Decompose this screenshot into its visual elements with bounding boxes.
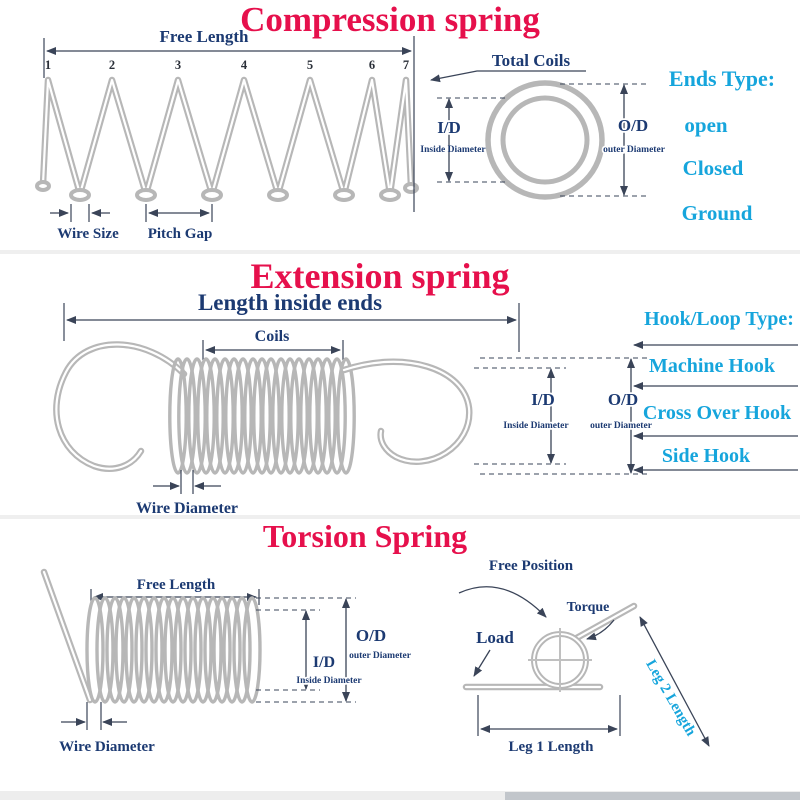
torsion-leg2-label: Leg 2 Length — [642, 657, 699, 739]
torsion-id-full: Inside Diameter — [296, 676, 362, 686]
divider-1 — [0, 250, 800, 254]
torsion-wire-diameter-dimension — [61, 702, 127, 730]
torsion-title: Torsion Spring — [263, 518, 467, 554]
extension-length-inside-ends-label: Length inside ends — [198, 290, 382, 315]
compression-pitch-gap-label: Pitch Gap — [148, 226, 213, 242]
compression-title: Compression spring — [240, 0, 540, 39]
compression-free-length-label: Free Length — [160, 27, 249, 46]
total-coils-leader — [430, 70, 586, 83]
torsion-id-abbr: I/D — [313, 654, 335, 671]
compression-id-abbr: I/D — [437, 118, 461, 137]
torsion-torque-label: Torque — [567, 600, 610, 615]
compression-id-dimension — [437, 97, 506, 183]
torsion-id-dimension — [256, 609, 320, 691]
compression-free-length-dimension — [43, 36, 415, 212]
torsion-free-position-label: Free Position — [489, 558, 574, 574]
coil-number-1: 1 — [45, 58, 51, 72]
ends-type-open: open — [684, 113, 728, 137]
extension-wire-diameter-dimension — [153, 470, 221, 494]
ends-type-ground: Ground — [682, 201, 753, 225]
coil-number-5: 5 — [307, 58, 313, 72]
torsion-spring-drawing — [40, 568, 262, 704]
extension-length-dimension — [63, 303, 520, 352]
compression-wire-size-label: Wire Size — [57, 226, 119, 242]
hook-type-side: Side Hook — [662, 445, 751, 467]
ends-type-closed: Closed — [683, 156, 744, 180]
torque-leader — [586, 619, 615, 641]
extension-od-dimension — [480, 357, 648, 475]
divider-2 — [0, 515, 800, 519]
extension-coil-body — [168, 357, 356, 475]
extension-section: Extension spring Length inside ends Coil… — [53, 256, 798, 517]
extension-od-full: outer Diameter — [590, 421, 653, 431]
extension-coils-dimension — [202, 340, 344, 360]
compression-od-abbr: O/D — [618, 116, 648, 135]
compression-spring-drawing — [35, 76, 419, 202]
torsion-side-view-drawing — [462, 602, 638, 692]
extension-od-abbr: O/D — [608, 390, 638, 409]
extension-wire-diameter-label: Wire Diameter — [136, 500, 238, 517]
extension-id-abbr: I/D — [531, 390, 555, 409]
coil-number-6: 6 — [369, 58, 375, 72]
bottom-strip — [0, 791, 800, 800]
torsion-od-full: outer Diameter — [349, 651, 412, 661]
compression-total-coils-label: Total Coils — [492, 51, 571, 70]
compression-section: Compression spring Free Length 1 2 3 4 — [35, 0, 775, 242]
torsion-coil-body — [85, 596, 262, 704]
hook-type-heading: Hook/Loop Type: — [644, 308, 794, 330]
compression-od-full: outer Diameter — [603, 145, 666, 155]
torsion-wire-diameter-label: Wire Diameter — [59, 739, 155, 755]
torsion-leg2-dimension — [639, 616, 710, 747]
compression-coil-numbers: 1 2 3 4 5 6 7 — [45, 58, 409, 72]
extension-coils-label: Coils — [255, 328, 290, 345]
extension-id-full: Inside Diameter — [503, 421, 569, 431]
torsion-load-label: Load — [476, 628, 514, 647]
load-leader — [473, 649, 491, 677]
torsion-free-length-label: Free Length — [137, 577, 216, 593]
torsion-leg1-label: Leg 1 Length — [508, 739, 594, 755]
compression-od-dimension — [560, 83, 646, 197]
coil-number-4: 4 — [241, 58, 248, 72]
hook-type-machine: Machine Hook — [649, 355, 776, 377]
coil-number-7: 7 — [403, 58, 409, 72]
torsion-section: Torsion Spring Free Length — [40, 518, 710, 755]
coil-number-2: 2 — [109, 58, 115, 72]
extension-id-dimension — [474, 367, 566, 465]
extension-title: Extension spring — [250, 256, 509, 296]
coil-number-3: 3 — [175, 58, 181, 72]
compression-id-full: Inside Diameter — [420, 145, 486, 155]
compression-wire-size-dimension — [50, 204, 110, 222]
torsion-od-abbr: O/D — [356, 626, 386, 645]
compression-end-view-ring — [485, 80, 605, 200]
compression-pitch-gap-dimension — [145, 204, 213, 222]
torsion-od-dimension — [256, 597, 356, 703]
torsion-leg1-dimension — [477, 695, 621, 736]
free-position-leader — [458, 586, 547, 618]
hook-type-cross-over: Cross Over Hook — [643, 402, 792, 424]
extension-spring-drawing — [53, 341, 473, 475]
ends-type-heading: Ends Type: — [669, 66, 775, 91]
bottom-strip-dark — [505, 792, 800, 800]
hook-type-leader-lines — [633, 341, 798, 474]
